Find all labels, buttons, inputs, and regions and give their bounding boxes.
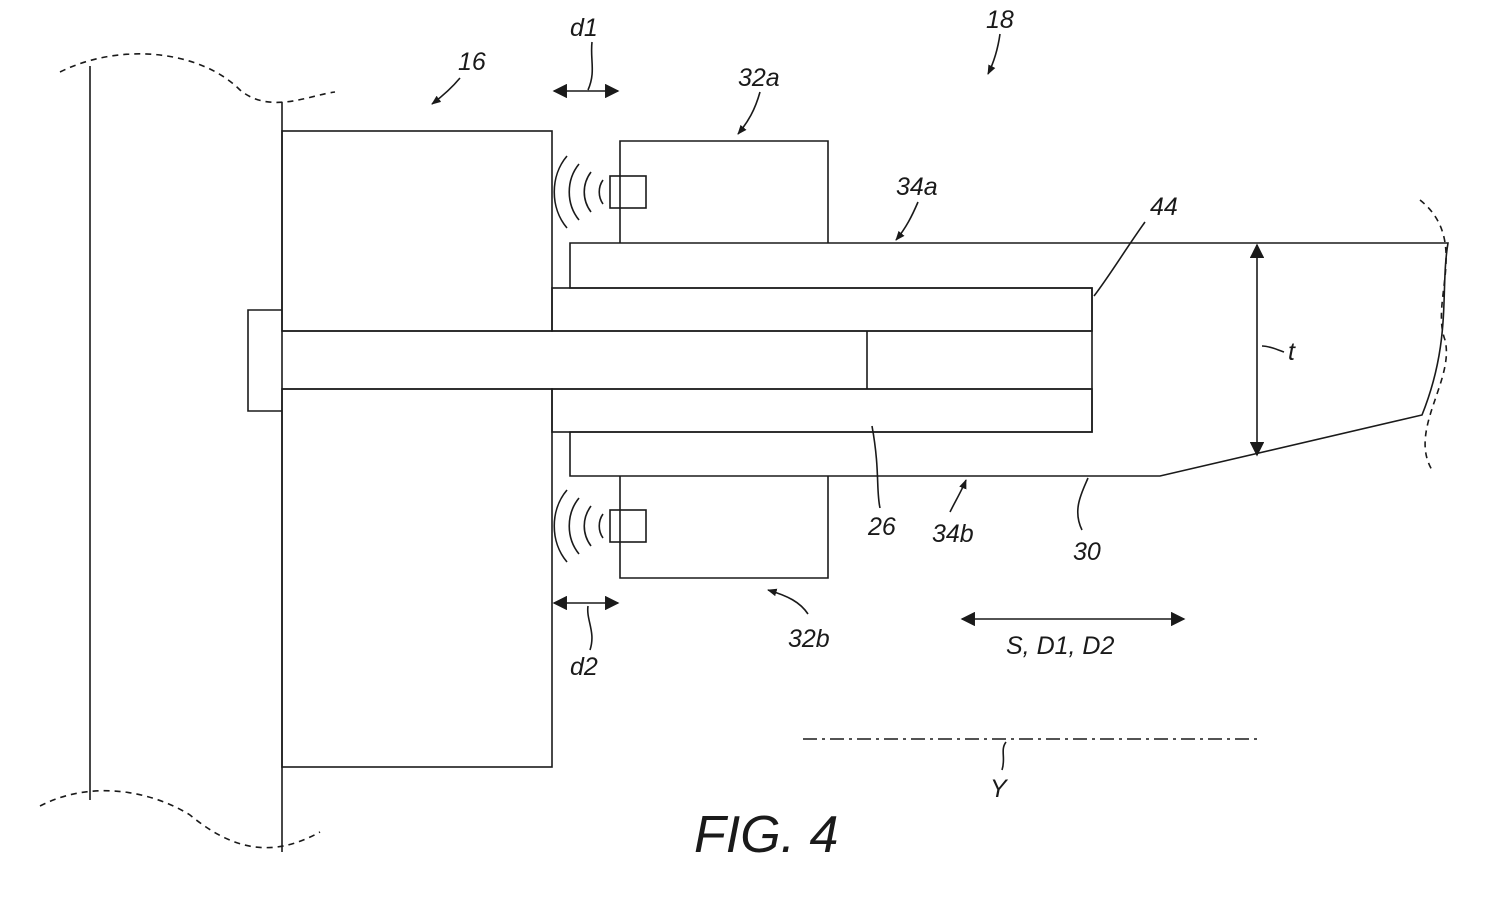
sleeve-26-lower — [552, 389, 1092, 432]
leader-lines — [432, 34, 1284, 770]
shaft — [248, 310, 1092, 411]
label-32b: 32b — [788, 625, 830, 653]
label-direction: S, D1, D2 — [1006, 632, 1114, 660]
label-18: 18 — [986, 6, 1014, 34]
block-16-lower — [282, 389, 552, 767]
label-34b: 34b — [932, 520, 974, 548]
label-t: t — [1288, 338, 1296, 366]
label-26: 26 — [867, 513, 896, 541]
label-d2: d2 — [570, 653, 598, 681]
figure-caption: FIG. 4 — [694, 806, 838, 864]
sensor-32a — [554, 141, 828, 243]
label-16: 16 — [458, 48, 486, 76]
label-32a: 32a — [738, 64, 780, 92]
label-d1: d1 — [570, 14, 598, 42]
block-16-upper — [282, 131, 552, 331]
label-34a: 34a — [896, 173, 938, 201]
label-44: 44 — [1150, 193, 1178, 221]
label-axis-y: Y — [990, 775, 1009, 803]
body-30 — [570, 243, 1448, 476]
sleeve-44-upper — [552, 288, 1092, 331]
label-30: 30 — [1073, 538, 1101, 566]
sensor-32b — [554, 476, 828, 578]
base-wall — [40, 54, 335, 852]
